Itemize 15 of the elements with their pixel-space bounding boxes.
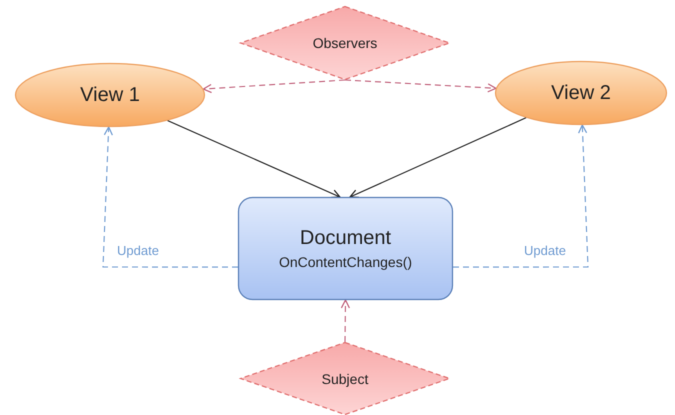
arrow bbox=[167, 120, 340, 198]
node-title: View 1 bbox=[80, 84, 140, 106]
arrow bbox=[102, 126, 238, 268]
arrow bbox=[202, 79, 346, 94]
node-title: Document bbox=[300, 227, 392, 250]
node-title: View 2 bbox=[551, 82, 611, 104]
arrow bbox=[340, 299, 350, 342]
arrow bbox=[344, 79, 497, 92]
arrow bbox=[349, 117, 526, 198]
node-title: Observers bbox=[312, 35, 378, 51]
edge-label: Update bbox=[115, 243, 161, 258]
arrow bbox=[453, 124, 589, 268]
method-name: OnContentChanges() bbox=[278, 254, 412, 270]
node-title: Subject bbox=[322, 370, 368, 386]
edge-label: Update bbox=[522, 243, 568, 258]
